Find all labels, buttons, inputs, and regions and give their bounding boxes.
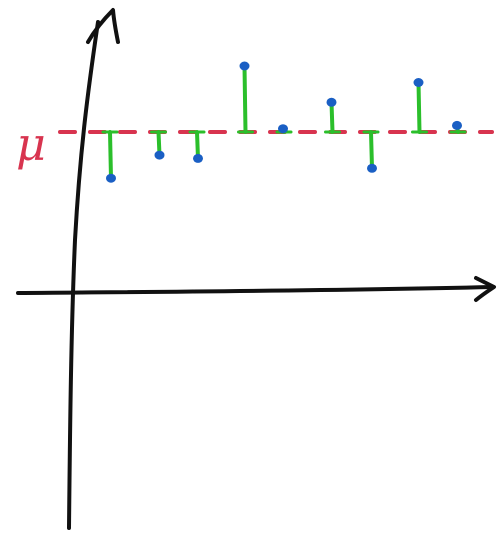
x-axis-arrowhead — [474, 276, 496, 302]
deviation-stem — [416, 80, 422, 134]
deviation-stem — [108, 130, 113, 181]
y-axis-arrowhead — [86, 8, 120, 44]
deviation-stem — [242, 64, 248, 134]
deviation-stem — [329, 100, 335, 134]
data-point — [413, 78, 424, 87]
y-axis — [67, 20, 100, 530]
data-point — [193, 153, 203, 163]
deviation-stem — [369, 130, 374, 171]
data-point — [239, 61, 250, 71]
data-marks — [101, 61, 467, 183]
x-axis — [16, 285, 494, 295]
data-point — [367, 163, 377, 173]
data-point — [106, 173, 116, 183]
data-point — [326, 97, 337, 107]
mean-symbol-label: μ — [16, 117, 46, 171]
data-point — [452, 120, 462, 130]
data-point — [278, 124, 288, 134]
data-point — [154, 150, 165, 160]
